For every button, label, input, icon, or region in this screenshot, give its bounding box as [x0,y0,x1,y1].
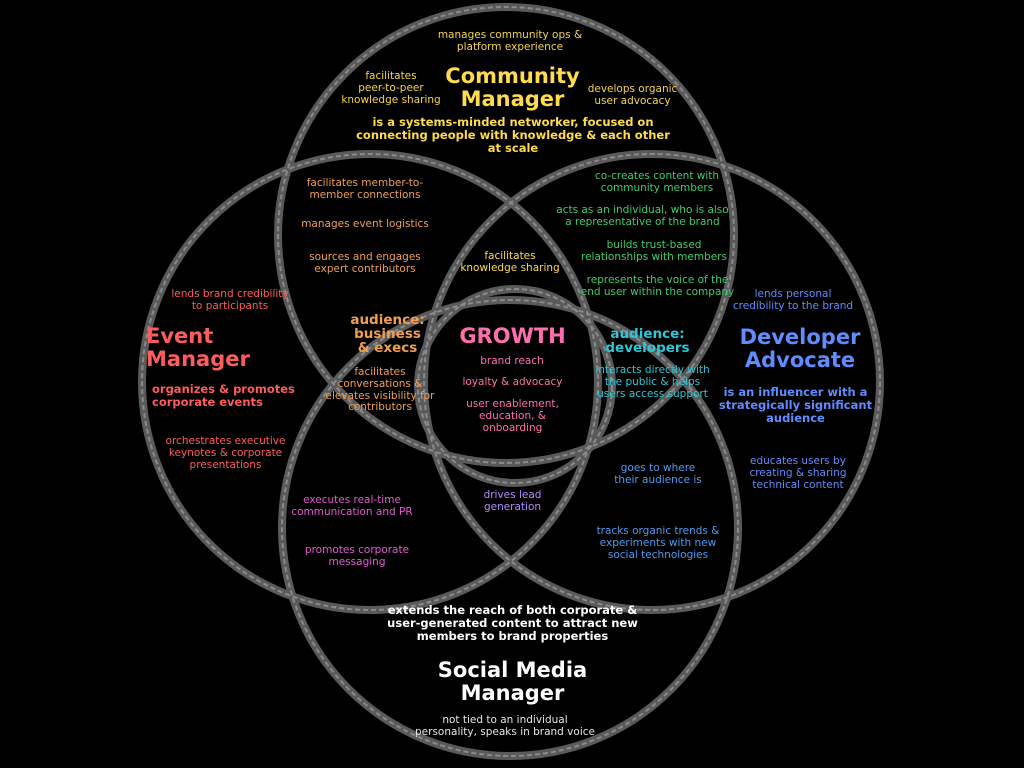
community-ops-label: manages community ops & platform experie… [437,29,583,53]
community-developer-trust-label: builds trust-based relationships with me… [581,239,727,263]
growth-brand-reach-label: brand reach [480,355,544,367]
developer-advocate-title: Developer Advocate [739,325,861,372]
social-media-manager-title: Social Media Manager [437,658,588,705]
social-media-tagline: extends the reach of both corporate & us… [387,603,638,643]
event-manager-tagline: organizes & promotes corporate events [152,382,295,409]
audience-business-execs-label: audience: business & execs [350,312,425,357]
community-peer-sharing-label: facilitates peer-to-peer knowledge shari… [341,70,441,106]
community-event-contributors-label: sources and engages expert contributors [309,251,421,275]
developer-social-audience-label: goes to where their audience is [614,462,702,486]
community-event-logistics-label: manages event logistics [301,218,429,230]
community-developer-cocreate-label: co-creates content with community member… [594,170,720,194]
growth-enablement-label: user enablement, education, & onboarding [466,398,559,434]
social-core-leads-label: drives lead generation [483,489,542,513]
event-keynotes-label: orchestrates executive keynotes & corpor… [165,435,286,471]
community-core-knowledge-label: facilitates knowledge sharing [460,250,560,274]
developer-credibility-label: lends personal credibility to the brand [732,288,854,312]
audience-developers-label: audience: developers [605,326,690,357]
community-manager-title: Community Manager [445,64,580,111]
growth-title: GROWTH [459,324,566,348]
growth-loyalty-label: loyalty & advocacy [462,376,563,388]
social-media-brand-voice-label: not tied to an individual personality, s… [415,714,595,738]
community-developer-individual-label: acts as an individual, who is also a rep… [556,204,729,228]
event-social-pr-label: executes real-time communication and PR [291,494,413,518]
event-credibility-label: lends brand credibility to participants [171,288,289,312]
developer-advocate-tagline: is an influencer with a strategically si… [718,385,873,425]
developer-educates-label: educates users by creating & sharing tec… [749,455,847,491]
developer-social-trends-label: tracks organic trends & experiments with… [596,525,720,561]
event-core-conversations-label: facilitates conversations & elevates vis… [325,366,435,414]
event-manager-title: Event Manager [146,324,250,371]
community-developer-voice-label: represents the voice of the end user wit… [580,274,735,298]
community-manager-tagline: is a systems-minded networker, focused o… [356,115,670,155]
community-advocacy-label: develops organic user advocacy [587,83,678,107]
developer-core-interacts-label: interacts directly with the public & hel… [595,364,710,400]
event-social-messaging-label: promotes corporate messaging [304,544,410,568]
community-event-connections-label: facilitates member-to- member connection… [306,177,424,201]
